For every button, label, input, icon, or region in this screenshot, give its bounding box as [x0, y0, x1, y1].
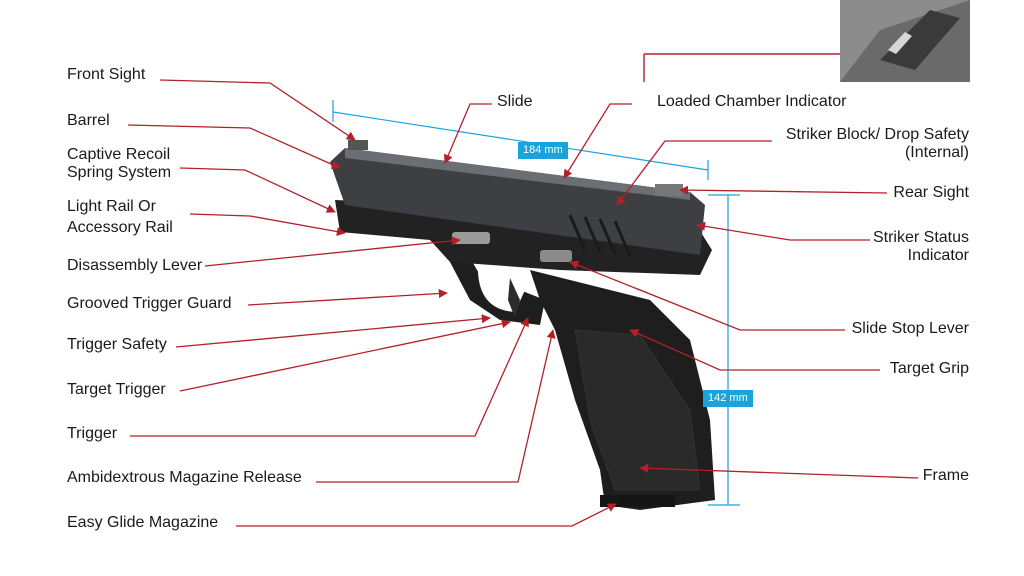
label-target-grip: Target Grip: [889, 360, 969, 377]
inset-photo: [643, 0, 970, 82]
label-trigger-safety: Trigger Safety: [67, 336, 167, 353]
label-captive-recoil-line2: Spring System: [67, 164, 172, 181]
label-rear-sight: Rear Sight: [893, 184, 969, 201]
dimension-lines: [332, 100, 740, 506]
label-disassembly-lever: Disassembly Lever: [67, 257, 203, 274]
label-trigger: Trigger: [67, 425, 118, 442]
label-easy-glide-magazine: Easy Glide Magazine: [67, 514, 219, 531]
label-ambidextrous-magazine-release: Ambidextrous Magazine Release: [67, 469, 302, 486]
label-striker-status-line1: Striker Status: [872, 229, 969, 246]
label-frame: Frame: [922, 467, 969, 484]
label-front-sight: Front Sight: [67, 66, 146, 83]
label-slide: Slide: [497, 93, 533, 110]
label-slide-stop-lever: Slide Stop Lever: [851, 320, 969, 337]
dimension-length-badge: 184 mm: [518, 142, 568, 159]
label-light-rail-line2: Accessory Rail: [67, 219, 173, 236]
leader-lines: [127, 79, 919, 527]
label-striker-status-line2: Indicator: [907, 247, 969, 264]
label-striker-block-line2: (Internal): [904, 144, 969, 161]
label-captive-recoil-line1: Captive Recoil: [67, 146, 171, 163]
pistol-body: [330, 140, 715, 510]
label-target-trigger: Target Trigger: [67, 381, 166, 398]
dimension-height-badge: 142 mm: [703, 390, 753, 407]
label-loaded-chamber-indicator: Loaded Chamber Indicator: [657, 93, 847, 110]
label-striker-block-line1: Striker Block/ Drop Safety: [785, 126, 969, 143]
label-grooved-trigger-guard: Grooved Trigger Guard: [67, 295, 232, 312]
label-barrel: Barrel: [67, 112, 110, 129]
label-light-rail-line1: Light Rail Or: [67, 198, 156, 215]
